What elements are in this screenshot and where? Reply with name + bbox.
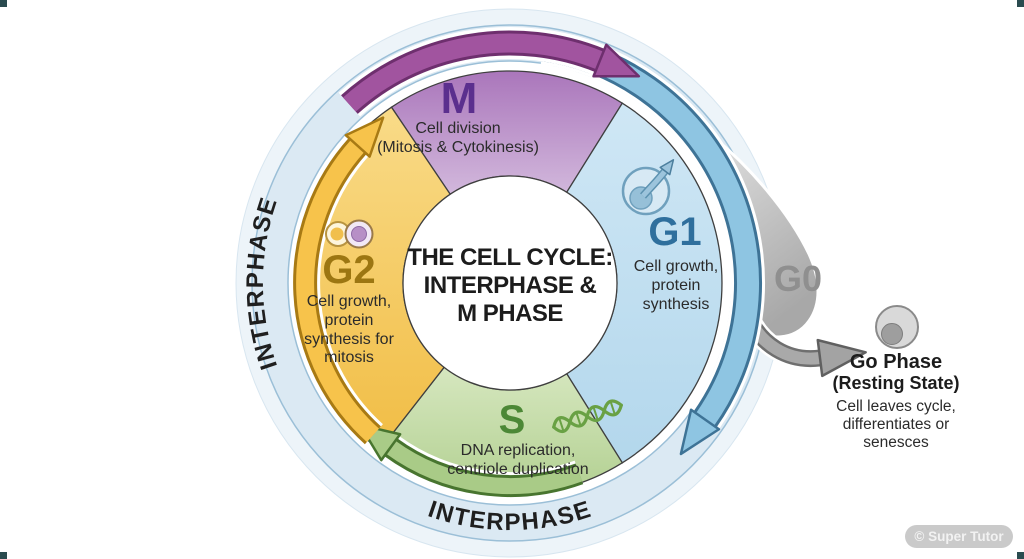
m-phase-letter: M [441,74,478,123]
svg-text:mitosis: mitosis [324,349,374,366]
svg-text:M PHASE: M PHASE [457,300,563,327]
m-phase-direction-arrow [338,27,641,117]
dna-helix-icon [552,399,623,434]
center-title: THE CELL CYCLE: INTERPHASE & M PHASE [407,244,613,327]
svg-text:INTERPHASE &: INTERPHASE & [424,272,597,299]
corner-mark [0,552,7,559]
corner-mark [1017,0,1024,7]
g2-phase-direction-arrow [290,116,385,447]
m-phase-labels: M Cell division (Mitosis & Cytokinesis) [377,74,539,156]
g2-phase-letter: G2 [322,248,375,292]
s-phase-letter: S [499,398,526,442]
svg-text:DNA replication,: DNA replication, [461,442,576,459]
g0-phase-labels: Go Phase (Resting State) Cell leaves cyc… [832,351,959,451]
g1-phase-letter: G1 [648,210,701,254]
svg-text:synthesis: synthesis [643,296,710,313]
corner-mark [1017,552,1024,559]
watermark-badge: © Super Tutor [905,525,1013,548]
svg-text:differentiates or: differentiates or [843,416,950,433]
s-phase-direction-arrow [358,423,585,501]
svg-text:Cell division: Cell division [415,120,500,137]
corner-mark [0,0,7,7]
svg-text:Cell growth,: Cell growth, [634,258,718,275]
g2-phase-labels: G2 Cell growth, protein synthesis for mi… [304,248,394,366]
g0-label: G0 [774,258,822,299]
s-phase-labels: S DNA replication, centriole duplication [447,398,588,478]
g0-phase-title: Go Phase [850,351,942,373]
resting-cell-icon [875,305,919,349]
svg-text:Cell leaves cycle,: Cell leaves cycle, [836,398,956,415]
svg-text:(Mitosis & Cytokinesis): (Mitosis & Cytokinesis) [377,139,539,156]
svg-text:protein: protein [325,312,374,329]
g1-phase-labels: G1 Cell growth, protein synthesis [634,210,718,313]
watermark-text: © Super Tutor [914,529,1004,544]
center-circle [402,175,618,391]
svg-text:senesces: senesces [863,434,929,451]
svg-text:synthesis for: synthesis for [304,331,394,348]
svg-text:THE CELL CYCLE:: THE CELL CYCLE: [407,244,612,271]
svg-text:Cell growth,: Cell growth, [307,293,391,310]
cell-duplication-icon [325,219,374,249]
cell-growth-icon [621,159,675,216]
g0-phase-subtitle: (Resting State) [832,373,959,393]
svg-text:centriole duplication: centriole duplication [447,461,588,478]
svg-text:protein: protein [652,277,701,294]
